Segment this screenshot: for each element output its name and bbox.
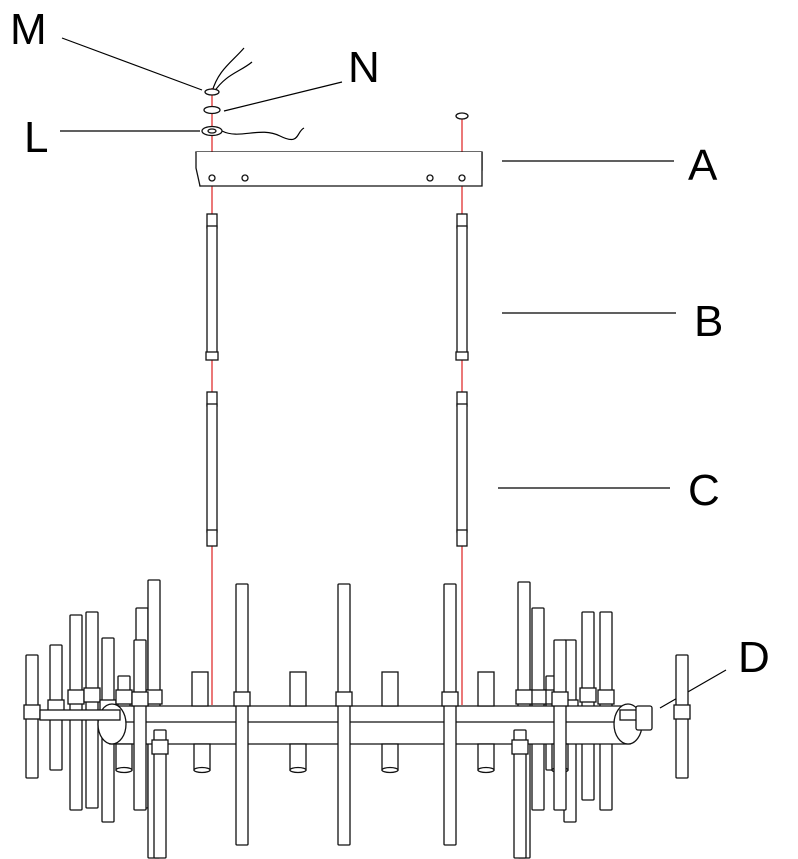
- front-tube-1: [337, 583, 351, 846]
- supply-wire-2: [213, 61, 253, 93]
- part-n-washer: [203, 105, 221, 115]
- rod-c-right-thread-bottom: [456, 529, 468, 547]
- front-tube-6-joint: [511, 739, 529, 755]
- label-b: B: [694, 297, 723, 346]
- bottom-socket-2: [289, 743, 307, 771]
- rod-b-left: [206, 225, 218, 355]
- front-tube-4: [553, 639, 567, 811]
- label-m: M: [10, 5, 47, 54]
- rod-c-left-thread-bottom: [206, 529, 218, 547]
- part-a-canopy-front: [195, 152, 483, 187]
- bottom-socket-rim-1: [193, 766, 211, 774]
- leader-d: [659, 669, 727, 709]
- front-tube-1-joint: [335, 691, 353, 707]
- bottom-socket-rim-2: [289, 766, 307, 774]
- top-socket-3: [477, 671, 495, 707]
- body-ring-band: [109, 705, 631, 745]
- label-l: L: [24, 113, 48, 162]
- canopy-hole-4: [458, 174, 466, 182]
- bottom-socket-0: [115, 743, 133, 771]
- label-c: C: [688, 466, 720, 515]
- rod-b-left-cap: [205, 351, 219, 361]
- part-c-rods: [206, 391, 468, 547]
- rod-c-left: [206, 403, 218, 533]
- back-tube-3-joint: [83, 687, 101, 703]
- leader-n: [223, 81, 343, 112]
- top-socket-0: [191, 671, 209, 707]
- rod-b-right-cap: [455, 351, 469, 361]
- canopy-hole-3: [426, 174, 434, 182]
- top-socket-2: [381, 671, 399, 707]
- back-tube-8-joint: [673, 704, 691, 720]
- supply-wire-3: [221, 127, 305, 141]
- back-tube-10-joint: [579, 687, 597, 703]
- part-right-nut: [455, 112, 469, 120]
- part-l-hole: [207, 128, 217, 134]
- front-tube-4-joint: [551, 691, 569, 707]
- back-tube-14-joint: [515, 689, 533, 705]
- front-tube-2-joint: [441, 691, 459, 707]
- canopy-hole-1: [208, 174, 216, 182]
- part-d-chandelier-body: [23, 579, 691, 859]
- back-tube-5-joint: [115, 689, 133, 705]
- front-tube-0: [235, 583, 249, 846]
- label-n: N: [348, 43, 380, 92]
- rod-c-right: [456, 403, 468, 533]
- leader-m: [61, 37, 203, 91]
- supply-wire-1: [211, 47, 245, 93]
- front-tube-2: [443, 583, 457, 846]
- front-tube-6: [513, 729, 527, 859]
- bottom-socket-3: [381, 743, 399, 771]
- front-tube-0-joint: [233, 691, 251, 707]
- back-tube-2-joint: [67, 689, 85, 705]
- part-b-rods: [205, 213, 469, 361]
- top-socket-1: [289, 671, 307, 707]
- bottom-socket-rim-3: [381, 766, 399, 774]
- front-tube-5-joint: [151, 739, 169, 755]
- back-tube-9-joint: [597, 689, 615, 705]
- arm-left: [39, 709, 121, 721]
- front-tube-3-joint: [131, 691, 149, 707]
- bottom-socket-4: [477, 743, 495, 771]
- label-a: A: [688, 141, 718, 190]
- part-m-nut: [204, 88, 220, 96]
- front-tube-3: [133, 639, 147, 811]
- canopy-hole-2: [241, 174, 249, 182]
- back-tube-0-joint: [23, 704, 41, 720]
- label-d: D: [738, 633, 770, 682]
- bottom-socket-rim-4: [477, 766, 495, 774]
- bottom-socket-rim-0: [115, 766, 133, 774]
- end-cap-right: [635, 705, 653, 731]
- front-tube-5: [153, 729, 167, 859]
- rod-b-right: [456, 225, 468, 355]
- bottom-socket-1: [193, 743, 211, 771]
